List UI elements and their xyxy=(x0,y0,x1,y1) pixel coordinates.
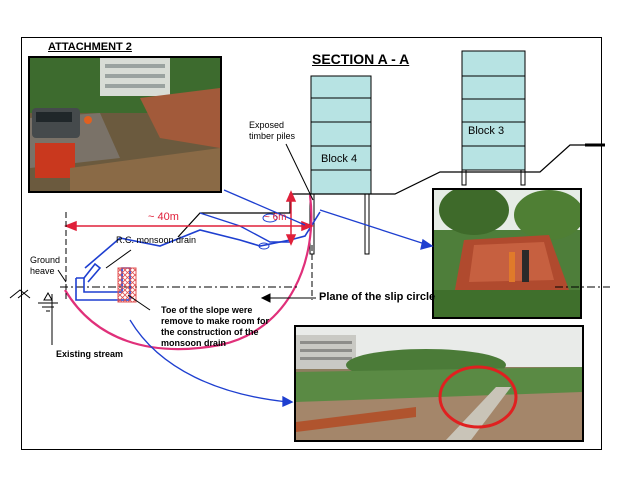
block-3-building xyxy=(461,50,526,171)
diagram-frame xyxy=(21,37,602,450)
existing-stream-label: Existing stream xyxy=(56,349,124,359)
timber-piles-label: Exposed timber piles xyxy=(249,120,296,141)
attachment-title: ATTACHMENT 2 xyxy=(48,41,132,53)
failed-ground-line xyxy=(84,211,321,269)
photo-slope-workers xyxy=(432,188,582,319)
block-3-label: Block 3 xyxy=(468,125,505,137)
dimension-6m xyxy=(285,190,297,246)
original-ground-line xyxy=(177,144,600,238)
ground-heave-label: Ground heave xyxy=(30,255,61,276)
distance-40m-label: ~ 40m xyxy=(148,211,179,223)
slip-circle xyxy=(64,194,313,351)
leader-lines xyxy=(51,143,316,345)
photo-landslide-cars xyxy=(28,56,222,193)
toe-slope-note: Toe of the slope were remove to make roo… xyxy=(161,305,270,348)
slip-circle-label: Plane of the slip circle xyxy=(319,291,436,303)
monsoon-drain-label: R.C. monsoon drain xyxy=(116,235,197,245)
dimension-40m xyxy=(63,220,315,232)
section-title: SECTION A - A xyxy=(312,51,410,67)
block-4-building xyxy=(310,75,372,195)
distance-6m-label: ~ 6m xyxy=(264,212,287,223)
photo-arrows xyxy=(129,189,434,408)
stream-symbol xyxy=(9,289,58,312)
photo-stream-site xyxy=(294,325,584,442)
block-4-label: Block 4 xyxy=(321,153,358,165)
